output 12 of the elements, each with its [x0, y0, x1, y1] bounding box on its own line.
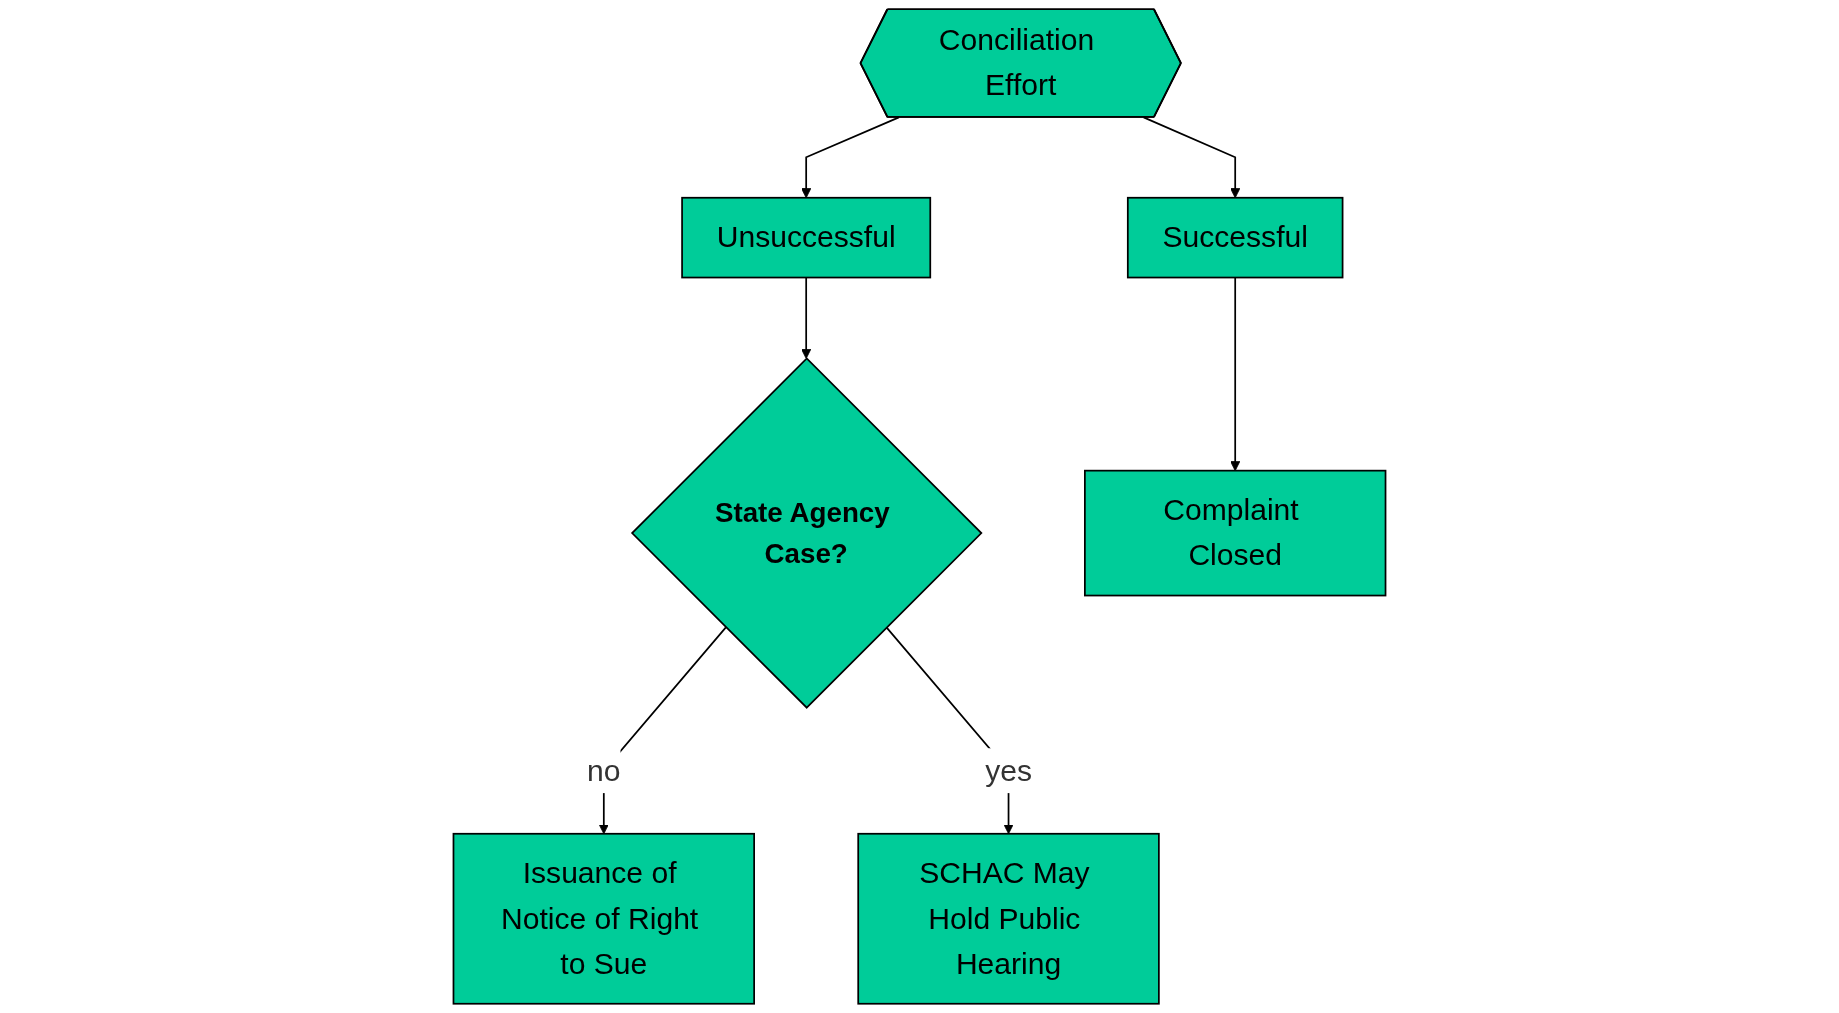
arrow [801, 116, 900, 199]
arrow [1142, 116, 1241, 199]
edge-label: no [587, 752, 621, 788]
node-box: Successful [1126, 196, 1344, 279]
edge-label: yes [985, 752, 1032, 788]
node-box: Unsuccessful [681, 196, 932, 279]
node-box: Complaint Closed [1084, 469, 1387, 597]
arrow [1230, 276, 1241, 472]
arrow [801, 276, 812, 359]
node-box: Issuance of Notice of Right to Sue [452, 832, 755, 1005]
node-box: SCHAC May Hold Public Hearing [857, 832, 1160, 1005]
node-diamond: State Agency Case? [630, 357, 983, 709]
